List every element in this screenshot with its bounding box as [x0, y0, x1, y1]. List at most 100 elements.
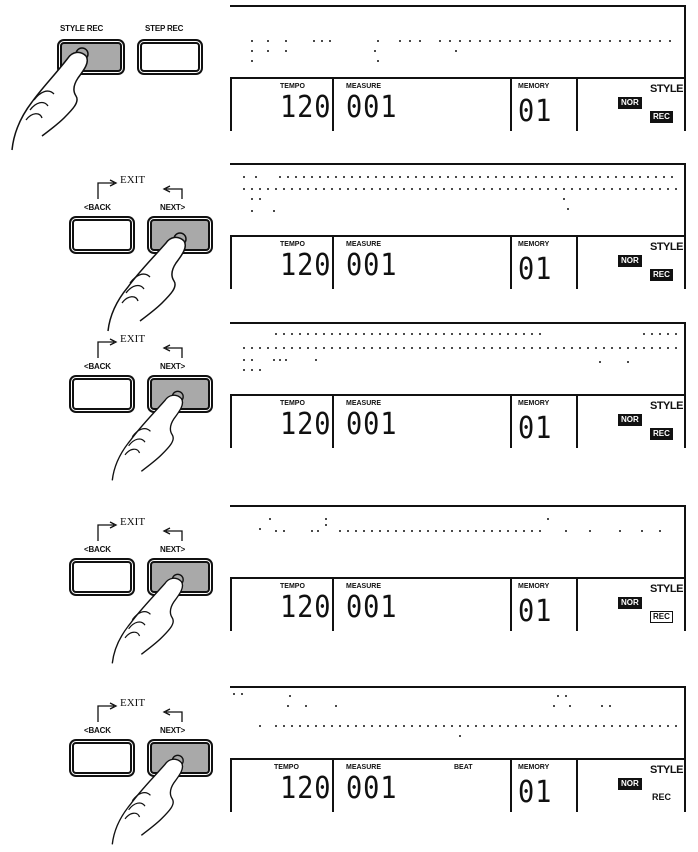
tempo-value: 120: [280, 774, 331, 804]
memory-cell: MEMORY 01: [510, 760, 578, 812]
tempo-value: 120: [280, 251, 331, 281]
style-label: STYLE: [650, 764, 683, 776]
measure-label: MEASURE: [346, 83, 381, 90]
control-panel: STYLE REC STEP REC: [0, 0, 220, 160]
lcd-dot-matrix: [230, 322, 686, 394]
memory-label: MEMORY: [518, 83, 549, 90]
memory-label: MEMORY: [518, 400, 549, 407]
measure-value: 001: [346, 774, 397, 804]
style-cell: STYLE NOR REC: [578, 396, 686, 448]
memory-cell: MEMORY 01: [510, 237, 578, 289]
lcd-status-bar: TEMPO 120 MEASURE BEAT 001 MEMORY 01 STY…: [230, 758, 686, 812]
tempo-value: 120: [280, 593, 331, 623]
rec-indicator: REC: [650, 428, 673, 440]
next-label: NEXT>: [160, 362, 185, 371]
tempo-label: TEMPO: [280, 583, 305, 590]
memory-cell: MEMORY 01: [510, 79, 578, 131]
step-next-4: EXIT <BACK NEXT> TEMPO 120: [0, 686, 698, 852]
tempo-value: 120: [280, 93, 331, 123]
memory-label: MEMORY: [518, 764, 549, 771]
style-rec-label: STYLE REC: [60, 24, 103, 33]
step-rec-label: STEP REC: [145, 24, 183, 33]
next-label: NEXT>: [160, 726, 185, 735]
lcd-status-bar: TEMPO 120 MEASURE 001 MEMORY 01 STYLE NO…: [230, 577, 686, 631]
style-cell: STYLE NOR REC: [578, 79, 686, 131]
nav-panel: EXIT <BACK NEXT>: [0, 505, 220, 665]
beat-label: BEAT: [454, 764, 473, 771]
style-cell: STYLE NOR REC: [578, 237, 686, 289]
nav-panel: EXIT <BACK NEXT>: [0, 322, 220, 482]
pointing-hand-icon: [100, 748, 210, 848]
back-label: <BACK: [84, 362, 111, 371]
style-label: STYLE: [650, 583, 683, 595]
back-label: <BACK: [84, 203, 111, 212]
measure-cell: MEASURE 001: [332, 579, 510, 631]
measure-cell: MEASURE 001: [332, 396, 510, 448]
nor-indicator: NOR: [618, 778, 642, 790]
style-cell: STYLE NOR REC: [578, 760, 686, 812]
rec-indicator: REC: [650, 611, 673, 623]
back-label: <BACK: [84, 545, 111, 554]
exit-label: EXIT: [120, 174, 145, 186]
memory-value: 01: [518, 597, 552, 627]
lcd-display: TEMPO 120 MEASURE 001 MEMORY 01 STYLE NO…: [230, 322, 686, 448]
lcd-display: TEMPO 120 MEASURE 001 MEMORY 01 STYLE NO…: [230, 505, 686, 631]
measure-label: MEASURE: [346, 241, 381, 248]
exit-label: EXIT: [120, 333, 145, 345]
measure-value: 001: [346, 251, 397, 281]
nor-indicator: NOR: [618, 255, 642, 267]
step-style-rec: STYLE REC STEP REC TEMPO: [0, 0, 698, 160]
nor-indicator: NOR: [618, 414, 642, 426]
step-next-3: EXIT <BACK NEXT> TEMPO 120 MEA: [0, 505, 698, 660]
tempo-cell: TEMPO 120: [232, 237, 332, 289]
lcd-display: TEMPO 120 MEASURE 001 MEMORY 01 STYLE NO…: [230, 163, 686, 289]
lcd-dot-matrix: [230, 686, 686, 758]
step-rec-button[interactable]: [140, 42, 200, 72]
measure-value: 001: [346, 593, 397, 623]
measure-value: 001: [346, 93, 397, 123]
lcd-dot-matrix: [230, 163, 686, 235]
rec-indicator: REC: [650, 792, 673, 802]
lcd-status-bar: TEMPO 120 MEASURE 001 MEMORY 01 STYLE NO…: [230, 77, 686, 131]
measure-label: MEASURE: [346, 764, 381, 771]
pointing-hand-icon: [100, 225, 210, 335]
step-next-1: EXIT <BACK NEXT> TEMPO 120: [0, 163, 698, 318]
memory-value: 01: [518, 255, 552, 285]
nav-panel: EXIT <BACK NEXT>: [0, 163, 220, 323]
memory-value: 01: [518, 97, 552, 127]
rec-indicator: REC: [650, 269, 673, 281]
memory-value: 01: [518, 414, 552, 444]
memory-value: 01: [518, 778, 552, 808]
measure-cell: MEASURE BEAT 001: [332, 760, 510, 812]
next-label: NEXT>: [160, 545, 185, 554]
measure-cell: MEASURE 001: [332, 79, 510, 131]
nor-indicator: NOR: [618, 597, 642, 609]
back-label: <BACK: [84, 726, 111, 735]
tempo-cell: TEMPO 120: [232, 396, 332, 448]
measure-cell: MEASURE 001: [332, 237, 510, 289]
tempo-label: TEMPO: [280, 83, 305, 90]
lcd-dot-matrix: [230, 5, 686, 77]
nor-indicator: NOR: [618, 97, 642, 109]
nav-panel: EXIT <BACK NEXT>: [0, 686, 220, 846]
memory-cell: MEMORY 01: [510, 579, 578, 631]
memory-cell: MEMORY 01: [510, 396, 578, 448]
tempo-value: 120: [280, 410, 331, 440]
tempo-label: TEMPO: [274, 764, 299, 771]
step-next-2: EXIT <BACK NEXT> TEMPO 120: [0, 322, 698, 472]
tempo-cell: TEMPO 120: [232, 79, 332, 131]
pointing-hand-icon: [100, 567, 210, 667]
tempo-label: TEMPO: [280, 400, 305, 407]
lcd-display: TEMPO 120 MEASURE BEAT 001 MEMORY 01 STY…: [230, 686, 686, 812]
exit-label: EXIT: [120, 516, 145, 528]
style-cell: STYLE NOR REC: [578, 579, 686, 631]
measure-value: 001: [346, 410, 397, 440]
memory-label: MEMORY: [518, 241, 549, 248]
lcd-dot-matrix: [230, 505, 686, 577]
lcd-status-bar: TEMPO 120 MEASURE 001 MEMORY 01 STYLE NO…: [230, 394, 686, 448]
pointing-hand-icon: [100, 384, 210, 484]
measure-label: MEASURE: [346, 583, 381, 590]
memory-label: MEMORY: [518, 583, 549, 590]
style-label: STYLE: [650, 241, 683, 253]
measure-label: MEASURE: [346, 400, 381, 407]
